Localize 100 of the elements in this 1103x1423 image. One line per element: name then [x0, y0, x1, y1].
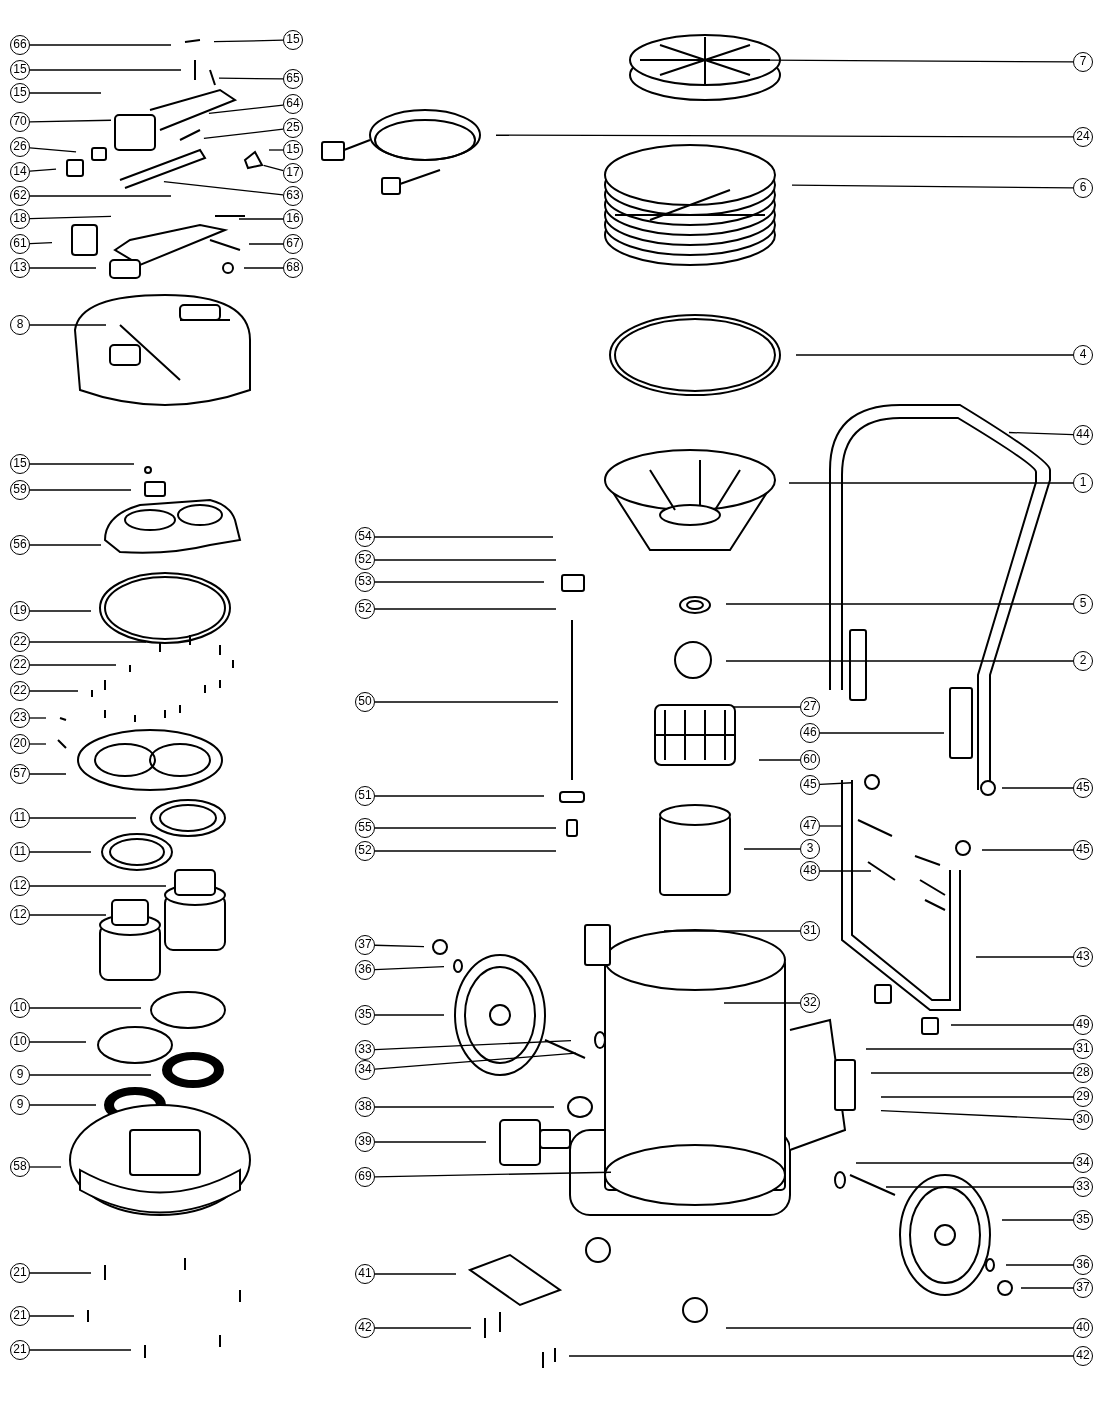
callout-number: 23	[10, 708, 30, 728]
leader-line	[29, 147, 77, 153]
callout-number: 27	[800, 697, 820, 717]
leader-line	[163, 180, 284, 196]
leader-line	[374, 827, 557, 829]
leader-line	[29, 69, 182, 71]
leader-line	[568, 1355, 1074, 1357]
callout-number: 11	[10, 808, 30, 828]
leader-line	[29, 1074, 152, 1076]
leader-line	[723, 1002, 801, 1004]
callout-number: 51	[355, 786, 375, 806]
leader-line	[374, 536, 554, 538]
leader-line	[29, 1041, 87, 1043]
callout-number: 33	[1073, 1177, 1093, 1197]
leader-line	[262, 164, 284, 172]
leader-line	[855, 1162, 1074, 1164]
callout-number: 68	[283, 258, 303, 278]
callout-number: 11	[10, 842, 30, 862]
callout-number: 69	[355, 1167, 375, 1187]
callout-number: 37	[1073, 1278, 1093, 1298]
leader-line	[374, 850, 557, 852]
leader-line	[29, 1349, 132, 1351]
callout-number: 7	[1073, 52, 1093, 72]
callout-number: 15	[10, 83, 30, 103]
callout-number: 49	[1073, 1015, 1093, 1035]
leader-line	[1005, 1264, 1074, 1266]
leader-line	[29, 1272, 92, 1274]
leader-line	[29, 119, 112, 123]
callout-number: 12	[10, 876, 30, 896]
callout-number: 41	[355, 1264, 375, 1284]
leader-line	[791, 184, 1074, 189]
callout-number: 36	[1073, 1255, 1093, 1275]
callout-number: 43	[1073, 947, 1093, 967]
callout-number: 9	[10, 1095, 30, 1115]
leader-line	[495, 134, 1074, 138]
callout-number: 42	[355, 1318, 375, 1338]
callout-number: 31	[800, 921, 820, 941]
callout-number: 58	[10, 1157, 30, 1177]
callout-number: 22	[10, 681, 30, 701]
leader-line	[29, 1315, 75, 1317]
leader-line	[203, 128, 284, 140]
leader-line	[870, 1072, 1074, 1074]
leader-line	[243, 267, 284, 269]
leader-line	[29, 851, 92, 853]
callout-number: 50	[355, 692, 375, 712]
callout-number: 70	[10, 112, 30, 132]
leader-line	[1008, 431, 1074, 436]
callout-number: 34	[355, 1060, 375, 1080]
callout-number: 20	[10, 734, 30, 754]
leader-line	[880, 1096, 1074, 1098]
leader-line	[733, 706, 801, 708]
leader-line	[29, 324, 107, 326]
callout-number: 31	[1073, 1039, 1093, 1059]
callout-number: 3	[800, 839, 820, 859]
callout-number: 32	[800, 993, 820, 1013]
leader-line	[795, 354, 1074, 356]
callout-number: 14	[10, 162, 30, 182]
callout-number: 25	[283, 118, 303, 138]
callout-number: 9	[10, 1065, 30, 1085]
leader-line	[218, 77, 284, 80]
leader-line	[725, 660, 1074, 662]
leader-line	[374, 1141, 487, 1143]
callout-number: 38	[355, 1097, 375, 1117]
callout-number: 17	[283, 163, 303, 183]
callout-number: 29	[1073, 1087, 1093, 1107]
leader-line	[29, 773, 67, 775]
leader-line	[743, 848, 801, 850]
leader-line	[374, 1171, 612, 1178]
leader-line	[29, 690, 79, 692]
leader-line	[29, 1007, 142, 1009]
callout-number: 60	[800, 750, 820, 770]
leader-line	[248, 243, 284, 245]
callout-number: 66	[10, 35, 30, 55]
leader-line	[819, 782, 853, 786]
callout-number: 47	[800, 816, 820, 836]
callout-number: 56	[10, 535, 30, 555]
callout-number: 21	[10, 1340, 30, 1360]
callout-number: 15	[10, 60, 30, 80]
callout-number: 33	[355, 1040, 375, 1060]
leader-line	[208, 104, 284, 115]
callout-number: 21	[10, 1306, 30, 1326]
leader-line	[374, 1040, 572, 1051]
leader-line	[788, 482, 1074, 484]
leader-line	[880, 1110, 1074, 1121]
callout-number: 59	[10, 480, 30, 500]
callout-number: 42	[1073, 1346, 1093, 1366]
callout-number: 4	[1073, 345, 1093, 365]
callout-number: 61	[10, 234, 30, 254]
leader-line	[29, 44, 172, 46]
leader-line	[374, 795, 545, 797]
callout-number: 22	[10, 632, 30, 652]
callout-number: 22	[10, 655, 30, 675]
callout-number: 46	[800, 723, 820, 743]
leader-line	[29, 489, 132, 491]
leader-line	[29, 92, 102, 94]
callout-number: 52	[355, 841, 375, 861]
callout-number: 21	[10, 1263, 30, 1283]
leader-line	[1020, 1287, 1074, 1289]
leader-line	[29, 914, 107, 916]
leader-line	[819, 870, 872, 872]
